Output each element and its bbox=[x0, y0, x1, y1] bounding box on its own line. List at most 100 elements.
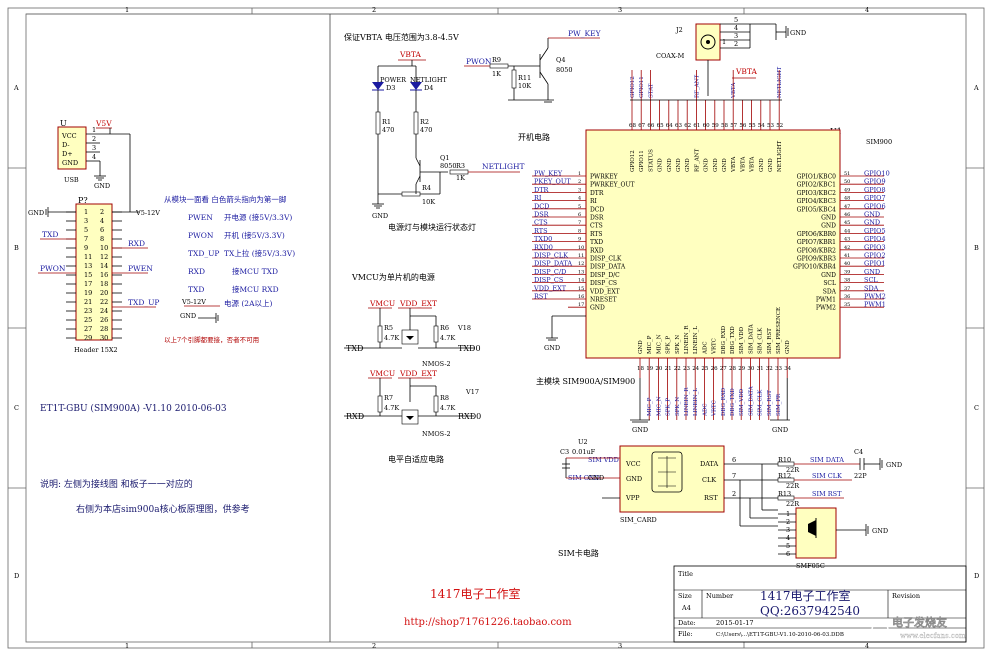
svg-text:SIM DATA: SIM DATA bbox=[810, 456, 844, 464]
sim900-left-pin-name: TXD bbox=[590, 239, 603, 246]
sim900-right-pin-name: SDA bbox=[823, 288, 837, 295]
svg-text:NMOS-2: NMOS-2 bbox=[422, 360, 451, 368]
svg-text:GND: GND bbox=[180, 312, 196, 320]
svg-text:VMCU为单片机的电源: VMCU为单片机的电源 bbox=[351, 272, 435, 282]
sim900-bottom-pin-name: DBG_TXD bbox=[730, 326, 736, 354]
sim900-left-pin-number: 2 bbox=[578, 179, 581, 185]
header-pin-number: 27 bbox=[84, 325, 92, 333]
sim900-top-pin-name: GND bbox=[685, 158, 691, 172]
svg-text:GND: GND bbox=[544, 344, 560, 352]
sim900-left-pin-name: DSR bbox=[590, 215, 604, 222]
sim900-top-pin-number: 63 bbox=[675, 123, 682, 129]
svg-text:0.01uF: 0.01uF bbox=[572, 448, 596, 456]
svg-text:RXD: RXD bbox=[188, 267, 205, 276]
svg-text:NMOS-2: NMOS-2 bbox=[422, 430, 451, 438]
svg-text:R7: R7 bbox=[384, 394, 393, 402]
sim900-right-pin-name: PWM1 bbox=[816, 297, 836, 304]
svg-text:PWEN: PWEN bbox=[128, 264, 153, 273]
sim900-right-net: GPIO1 bbox=[864, 260, 886, 268]
sim900-right-net: PWM1 bbox=[864, 301, 886, 309]
sim900-right-pin-number: 41 bbox=[844, 253, 850, 259]
svg-text:NETLIGHT: NETLIGHT bbox=[410, 76, 448, 84]
row-label: B bbox=[14, 244, 19, 252]
sim900-top-net: RF_ANT bbox=[694, 75, 700, 98]
sim900-top-net: NETLIGHT bbox=[777, 66, 783, 98]
sim900-right-net: GPIO10 bbox=[864, 170, 890, 178]
svg-text:Q1: Q1 bbox=[440, 154, 449, 162]
svg-text:8050: 8050 bbox=[440, 162, 457, 170]
svg-text:SIM CLK: SIM CLK bbox=[812, 472, 842, 480]
power-on-circuit: PWON R9 1K R11 10K PW_KEY Q4 8050 开机电路 bbox=[464, 29, 602, 142]
col-label: 3 bbox=[618, 6, 622, 14]
sim900-left-net: DSR bbox=[534, 211, 550, 219]
sim900-right-pin-number: 40 bbox=[844, 261, 850, 267]
sim900-module: U1 SIM900 68GPIO12GPIO1267GPIO11GPIO1166… bbox=[532, 66, 892, 434]
sim900-top-pin-number: 65 bbox=[657, 123, 664, 129]
header-pin-number: 3 bbox=[84, 217, 88, 225]
sim900-left-pin-number: 6 bbox=[578, 212, 581, 218]
sim900-bottom-pin-name: SIM_CLK bbox=[758, 327, 764, 354]
version-text: ET1T-GBU (SIM900A) -V1.10 2010-06-03 bbox=[40, 403, 227, 414]
header-pin-number: 7 bbox=[84, 235, 88, 243]
svg-text:主模块 SIM900A/SIM900: 主模块 SIM900A/SIM900 bbox=[536, 376, 635, 386]
header-pin-number: 19 bbox=[84, 289, 92, 297]
svg-text:TXD: TXD bbox=[42, 230, 58, 239]
sim900-top-net: VBTA bbox=[731, 82, 737, 99]
svg-text:VCC: VCC bbox=[61, 132, 77, 140]
svg-text:SIM卡电路: SIM卡电路 bbox=[558, 548, 599, 558]
svg-text:VBTA: VBTA bbox=[735, 67, 758, 76]
header-pin-number: 15 bbox=[84, 271, 92, 279]
svg-text:R4: R4 bbox=[422, 184, 431, 192]
sim900-right-pin-name: GPIO6/KBR0 bbox=[797, 231, 836, 238]
svg-text:GND: GND bbox=[94, 182, 110, 190]
sim900-top-pin-number: 60 bbox=[703, 123, 710, 129]
svg-text:J2: J2 bbox=[675, 26, 683, 34]
svg-text:SIM_CARD: SIM_CARD bbox=[620, 516, 657, 524]
sim900-bottom-pin-name: VRTC bbox=[712, 338, 718, 355]
sim900-left-pin-number: 9 bbox=[578, 237, 581, 243]
svg-text:V18: V18 bbox=[457, 324, 471, 332]
header-pin-number: 16 bbox=[100, 271, 108, 279]
svg-text:2: 2 bbox=[734, 40, 738, 48]
sim900-left-net: DISP_CS bbox=[534, 276, 563, 284]
level-shift-circuit: VMCU为单片机的电源 VMCU VDD_EXT R5 4.7K R6 4.7K… bbox=[344, 272, 481, 464]
svg-text:5: 5 bbox=[734, 16, 738, 24]
coax-connector: J2 COAX-M 5 4 3 2 1 GND bbox=[656, 16, 806, 96]
sim900-right-pin-number: 35 bbox=[844, 302, 850, 308]
sim900-right-pin-name: SCL bbox=[823, 280, 836, 287]
svg-text:R10: R10 bbox=[778, 456, 791, 464]
sim900-bottom-pin-number: 29 bbox=[738, 366, 745, 372]
sim900-left-pin-name: DISP_D/C bbox=[590, 272, 620, 279]
sim900-right-pin-name: PWM2 bbox=[816, 305, 836, 312]
sim900-bottom-pin-number: 26 bbox=[711, 366, 718, 372]
sim900-left-net: RTS bbox=[534, 227, 548, 235]
sim900-left-pin-name: VDD_EXT bbox=[589, 288, 620, 295]
sim900-right-net: GPIO7 bbox=[864, 194, 886, 202]
sim900-right-net: GPIO2 bbox=[864, 252, 886, 260]
sim900-top-pin-name: GPIO11 bbox=[639, 150, 645, 172]
svg-text:QQ:2637942540: QQ:2637942540 bbox=[760, 604, 860, 618]
sim900-right-pin-name: GND bbox=[821, 223, 836, 230]
sim900-left-pin-name: CTS bbox=[590, 223, 603, 230]
col-label: 1 bbox=[125, 642, 129, 650]
svg-text:CLK: CLK bbox=[702, 476, 716, 484]
sim900-right-pin-name: GPIO8/KBR2 bbox=[797, 247, 836, 254]
col-label: 4 bbox=[865, 642, 869, 650]
header-pin-number: 10 bbox=[100, 244, 108, 252]
header-pin-number: 4 bbox=[100, 217, 104, 225]
svg-text:4.7K: 4.7K bbox=[384, 404, 399, 412]
sim900-bottom-pin-name: DBG_RXD bbox=[721, 325, 727, 354]
svg-text:4: 4 bbox=[734, 24, 738, 32]
svg-text:Title: Title bbox=[678, 570, 693, 578]
row-label: D bbox=[14, 572, 19, 580]
svg-text:PW_KEY: PW_KEY bbox=[568, 29, 602, 38]
sim900-left-pin-name: PWRKEY bbox=[590, 174, 619, 181]
svg-text:D3: D3 bbox=[386, 84, 395, 92]
sim900-bottom-pin-name: GND bbox=[785, 340, 791, 354]
header-pin-number: 25 bbox=[84, 316, 92, 324]
sim900-bottom-net: ADC bbox=[702, 403, 708, 417]
sim900-right-net: GPIO6 bbox=[864, 202, 886, 210]
svg-text:Date:: Date: bbox=[678, 619, 696, 627]
sim900-right-pin-number: 36 bbox=[844, 294, 850, 300]
svg-text:TXD0: TXD0 bbox=[458, 344, 481, 353]
